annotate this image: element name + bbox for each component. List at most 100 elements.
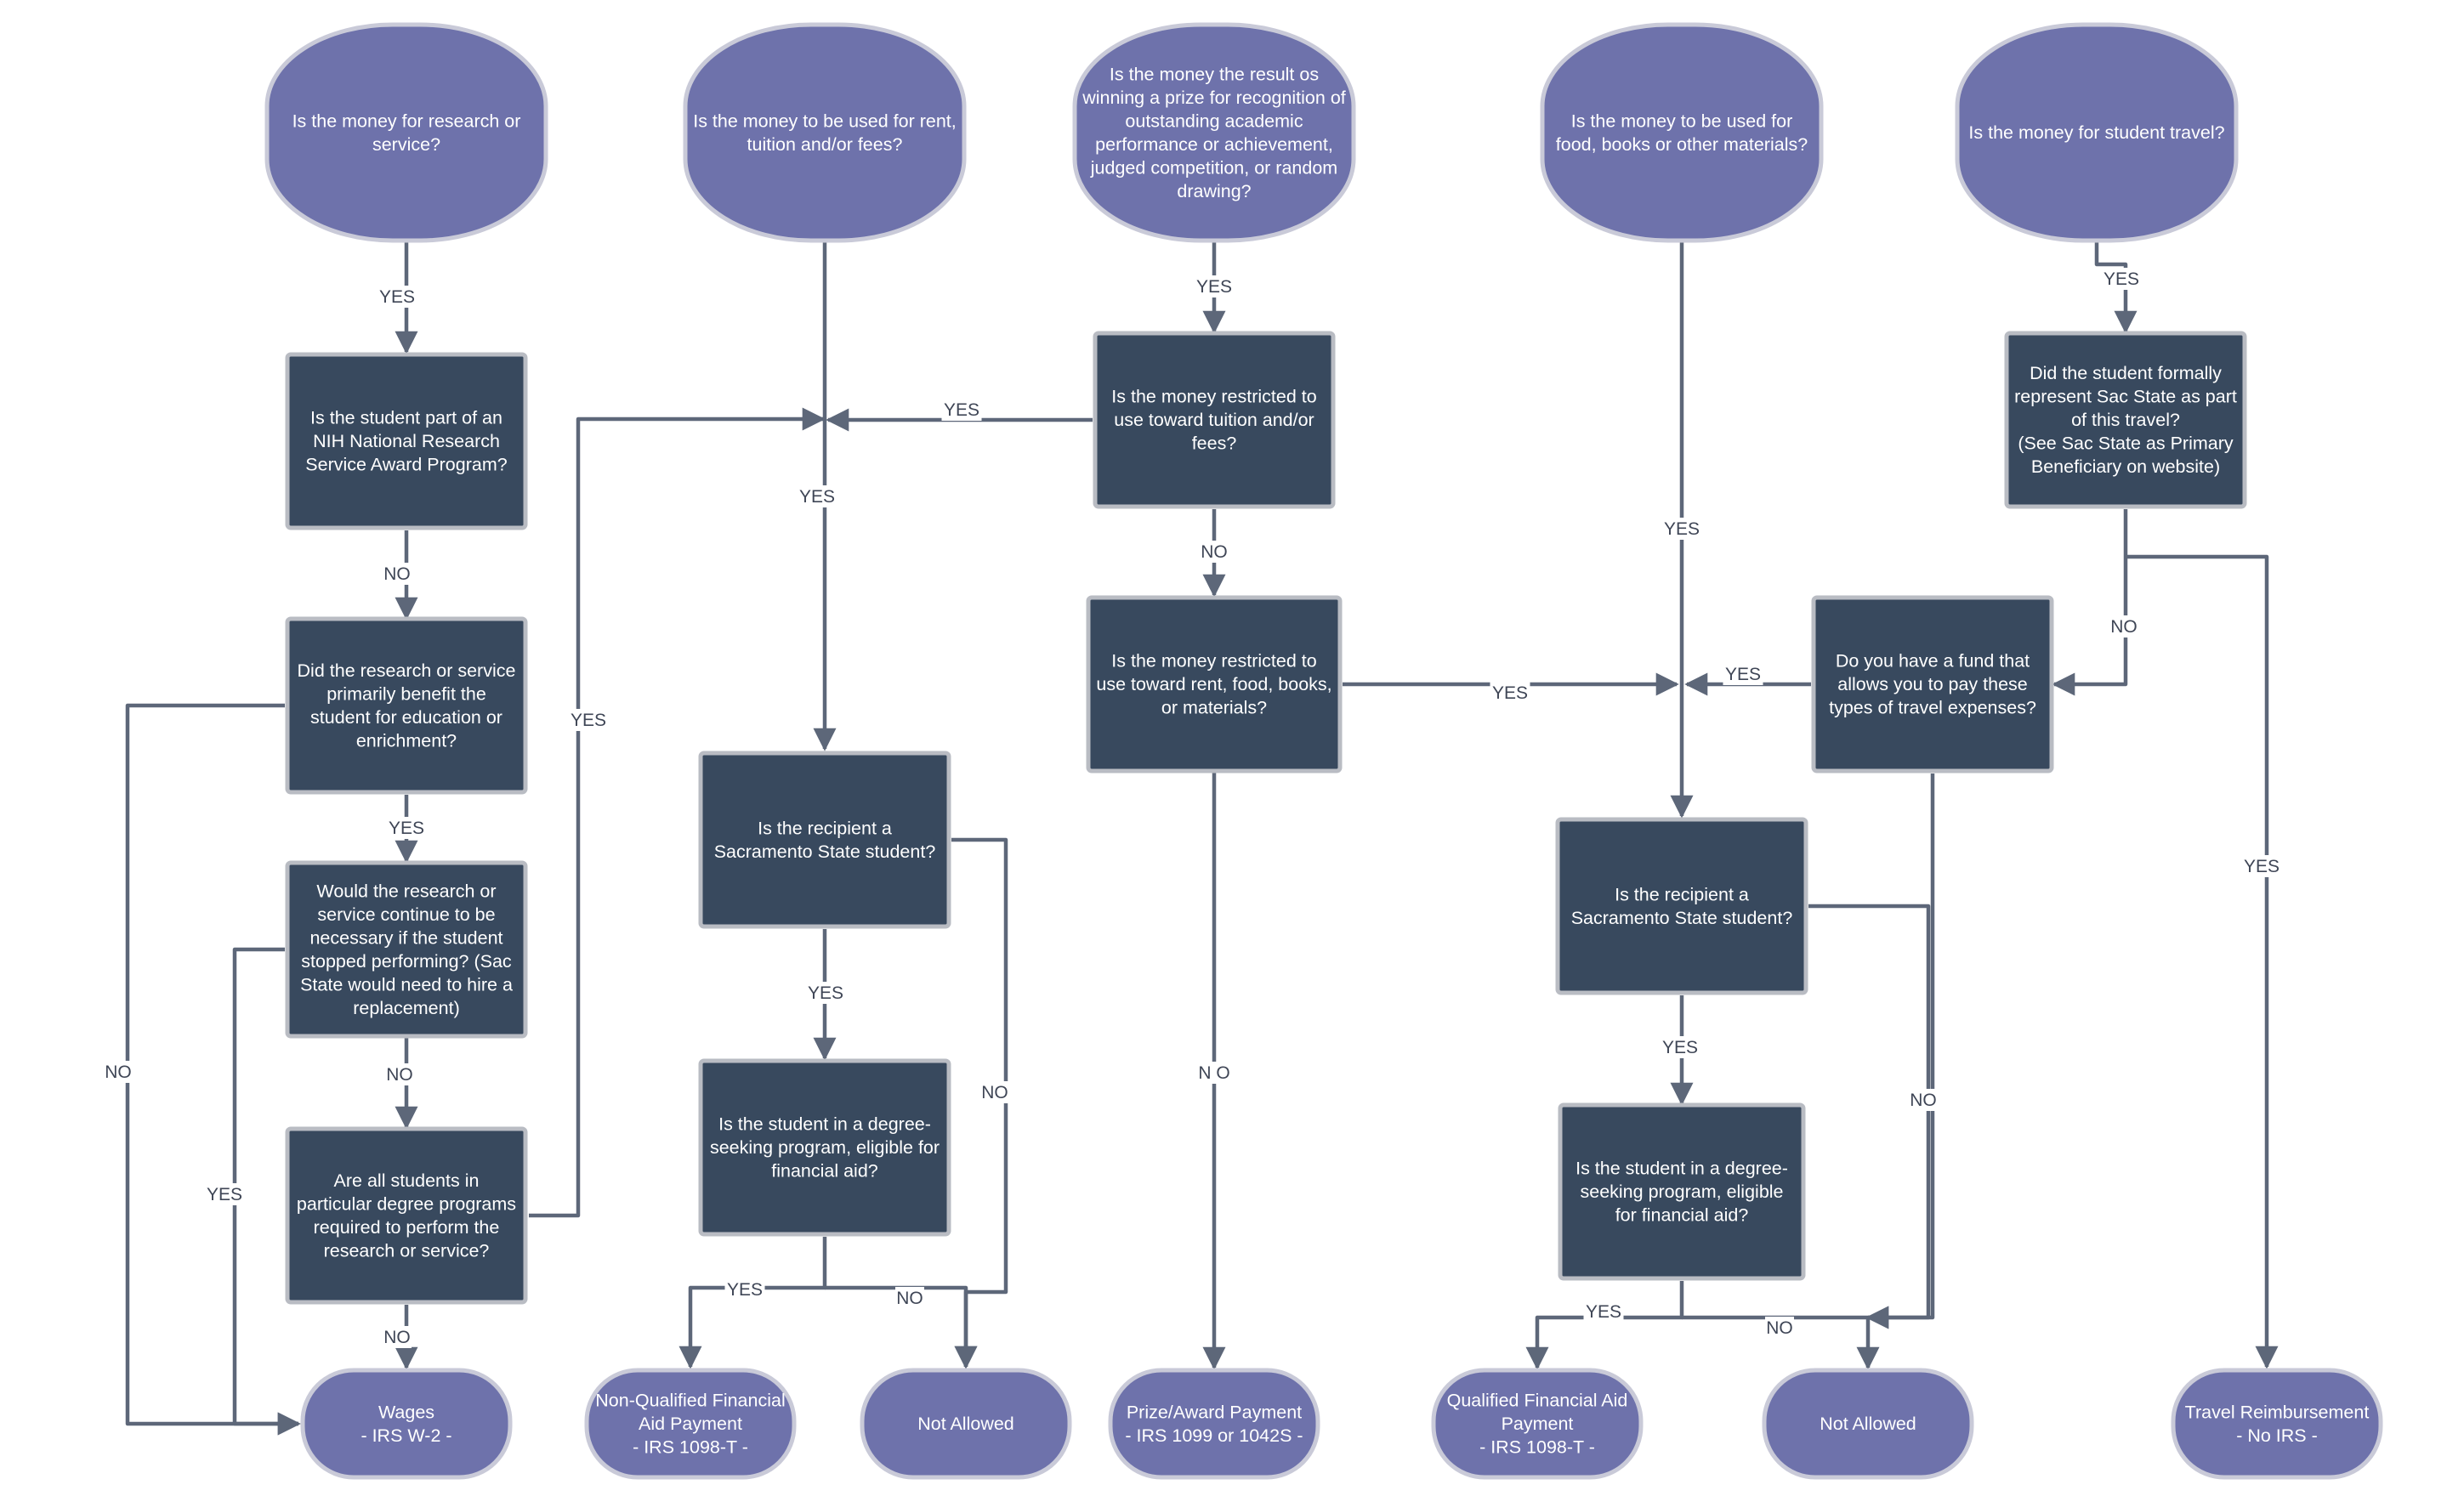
svg-text:NO: NO	[981, 1083, 1008, 1102]
svg-text:NO: NO	[383, 564, 411, 584]
result-r-notallowed2: Not Allowed	[1762, 1368, 1974, 1480]
node-shape	[860, 1368, 1072, 1480]
question-q-rent: Is the money to be used for rent,tuition…	[683, 22, 967, 243]
svg-text:YES: YES	[727, 1280, 763, 1300]
node-shape	[1555, 817, 1808, 995]
result-r-travel: Travel Reimbursement- No IRS -	[2171, 1368, 2383, 1480]
svg-text:NO: NO	[383, 1328, 411, 1347]
svg-text:YES: YES	[389, 819, 424, 838]
node-shape	[285, 860, 528, 1039]
svg-text:YES: YES	[808, 983, 843, 1003]
node-shape	[1762, 1368, 1974, 1480]
node-shape	[285, 352, 528, 530]
edge-label: NO	[383, 1326, 412, 1348]
node-shape	[300, 1368, 513, 1480]
node-shape	[1558, 1102, 1806, 1281]
svg-text:NO: NO	[105, 1062, 132, 1082]
svg-text:YES: YES	[799, 487, 835, 507]
svg-text:YES: YES	[1662, 1038, 1698, 1057]
node-shape	[285, 1126, 528, 1305]
result-r-wages: Wages- IRS W-2 -	[300, 1368, 513, 1480]
svg-text:YES: YES	[1586, 1302, 1621, 1322]
svg-text:N O: N O	[1198, 1063, 1229, 1083]
node-shape	[264, 22, 548, 243]
svg-text:YES: YES	[944, 400, 979, 420]
node-label: Is the money for student travel?	[1968, 122, 2224, 143]
svg-text:YES: YES	[1664, 519, 1700, 539]
svg-text:YES: YES	[1492, 683, 1528, 703]
edge-label: YES	[2241, 855, 2282, 877]
node-shape	[2004, 331, 2247, 509]
edge-label: YES	[204, 1183, 245, 1205]
node-label: Is the student in a degree-seeking progr…	[710, 1114, 940, 1182]
edge-label: NO	[1765, 1317, 1794, 1339]
edge-label: YES	[2101, 268, 2142, 290]
edge-label: YES	[941, 399, 982, 421]
edge-label: YES	[377, 286, 417, 308]
node-shape	[1093, 331, 1336, 509]
svg-text:YES: YES	[379, 287, 415, 307]
question-q-degree1: Is the student in a degree-seeking progr…	[698, 1058, 951, 1237]
node-label: Prize/Award Payment- IRS 1099 or 1042S -	[1125, 1402, 1303, 1446]
edge-q_benefit-to-r_wages	[125, 703, 301, 1436]
edge-label: NO	[2109, 615, 2138, 638]
svg-text:YES: YES	[1196, 277, 1232, 297]
svg-text:NO: NO	[896, 1289, 923, 1308]
edge-label: NO	[1200, 541, 1229, 563]
svg-text:YES: YES	[207, 1185, 242, 1204]
question-q-travel: Is the money for student travel?	[1955, 22, 2239, 243]
edge-q_required-to-q_recipient1	[529, 407, 826, 1218]
node-shape	[1811, 595, 2054, 774]
svg-text:NO: NO	[1201, 542, 1228, 562]
result-r-notallowed1: Not Allowed	[860, 1368, 1072, 1480]
edge-label: YES	[568, 709, 609, 731]
node-shape	[1108, 1368, 1320, 1480]
node-label: Not Allowed	[1820, 1414, 1916, 1434]
edge-q_degree1-to-r_notallowed1	[825, 1285, 978, 1369]
node-shape	[584, 1368, 797, 1480]
svg-text:NO: NO	[1766, 1318, 1793, 1338]
node-shape	[285, 616, 528, 795]
node-shape	[1540, 22, 1824, 243]
node-label: Is the money to be used for rent,tuition…	[693, 110, 957, 155]
edge-label: NO	[895, 1287, 924, 1309]
edge-q_recipient2-to-r_notallowed2	[1808, 904, 1931, 1329]
edge-label: N O	[1194, 1062, 1235, 1084]
node-shape	[698, 1058, 951, 1237]
edge-q_represent-to-r_travel	[2126, 554, 2279, 1369]
node-shape	[698, 751, 951, 929]
edge-label: YES	[805, 982, 846, 1004]
svg-text:YES: YES	[1725, 665, 1761, 684]
node-shape	[1431, 1368, 1644, 1480]
svg-text:YES: YES	[2244, 857, 2279, 876]
edge-label: NO	[385, 1063, 414, 1085]
node-shape	[683, 22, 967, 243]
result-r-prize: Prize/Award Payment- IRS 1099 or 1042S -	[1108, 1368, 1320, 1480]
node-label: Is the student in a degree-seeking progr…	[1575, 1159, 1788, 1226]
